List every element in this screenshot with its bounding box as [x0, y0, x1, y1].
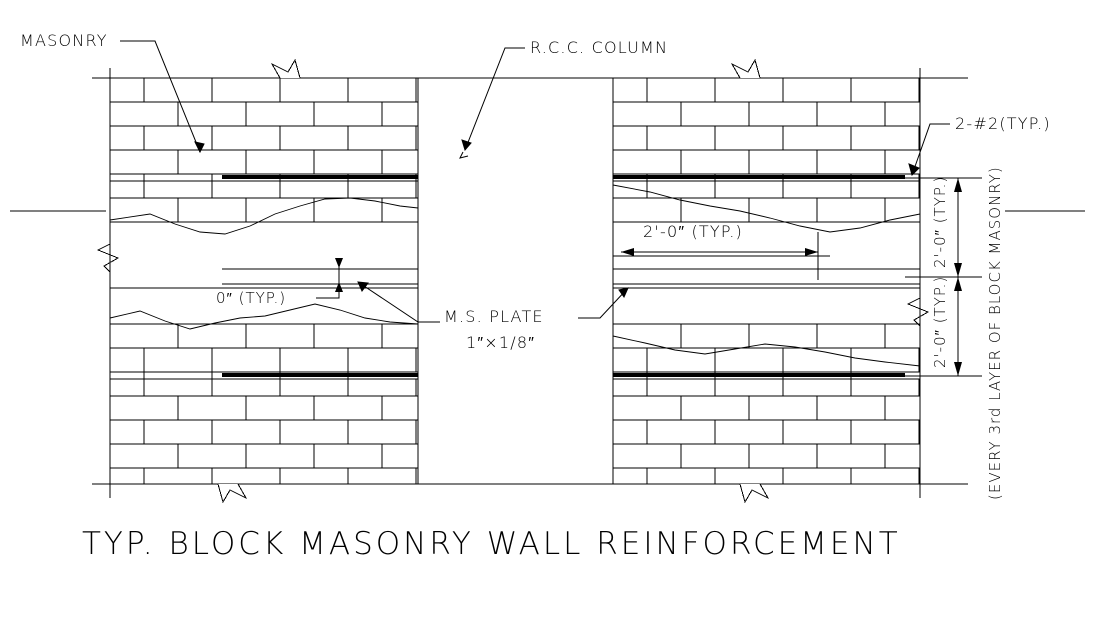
rebar-callout-leader [908, 123, 950, 176]
block-masonry-note-label: (EVERY 3rd LAYER OF BLOCK MASONRY) [986, 166, 1004, 500]
rcc-column-outline [418, 77, 613, 485]
rebar-pair-right-upper [613, 268, 920, 285]
vertical-dimension-lower-label: 2'-0″ (TYP.) [931, 276, 949, 368]
horizontal-dimension-label: 2'-0″ (TYP.) [643, 222, 743, 241]
ms-plate-label-line2: 1″×1/8″ [466, 333, 535, 352]
right-wall-masonry-hatch [613, 78, 920, 484]
mortar-bed-break-lines [109, 184, 921, 367]
rcc-column-label: R.C.C. COLUMN [530, 38, 668, 57]
vertical-dimension-stack [905, 177, 982, 377]
ms-plate-leader-right [578, 287, 629, 319]
vertical-dimension-upper-label: 2'-0″ (TYP.) [931, 176, 949, 268]
horizontal-dimension [612, 232, 819, 280]
ms-plate-leader-left [357, 281, 440, 323]
left-wall-break-symbol [96, 243, 120, 273]
left-wall-masonry-hatch [110, 78, 418, 484]
ms-plate-label-line1: M.S. PLATE [444, 307, 544, 326]
rebar-pair-left-upper [222, 268, 418, 285]
gap-dimension-marks [316, 258, 343, 299]
rebar-callout-label: 2-#2(TYP.) [955, 114, 1051, 133]
wall-outlines [109, 78, 921, 484]
masonry-label: MASONRY [20, 31, 108, 50]
drawing-title: TYP. BLOCK MASONRY WALL REINFORCEMENT [82, 526, 901, 562]
section-edge-lines [92, 58, 968, 504]
right-wall-break-symbol [906, 297, 930, 327]
gap-dimension-label: 0″ (TYP.) [216, 289, 286, 307]
masonry-leader [120, 40, 205, 154]
rcc-column-leader [459, 47, 525, 159]
